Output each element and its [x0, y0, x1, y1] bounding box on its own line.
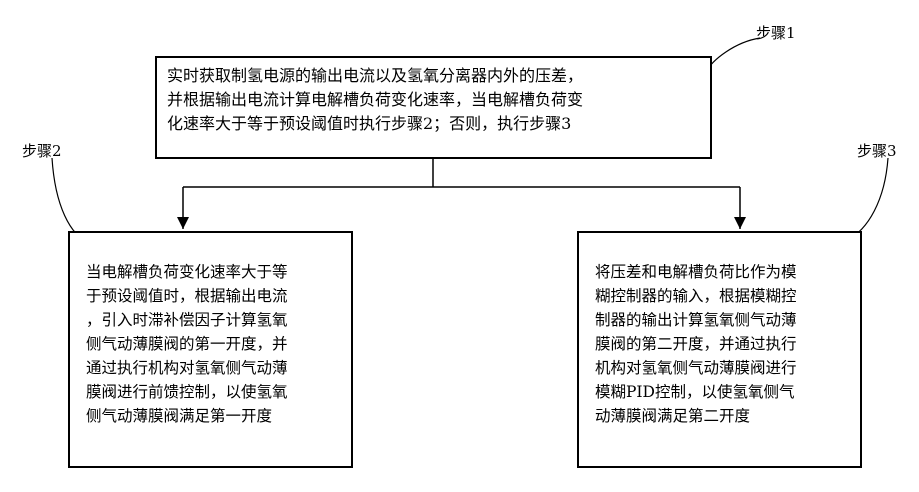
step3-line: 模糊PID控制，以使氢氧侧气 — [595, 380, 850, 404]
step1-text: 实时获取制氢电源的输出电流以及氢氧分离器内外的压差， 并根据输出电流计算电解槽负… — [167, 64, 700, 136]
step2-line: 通过执行机构对氢氧侧气动薄 — [86, 356, 341, 380]
step2-line: 侧气动薄膜阀满足第一开度 — [86, 404, 341, 428]
step2-line: ，引入时滞补偿因子计算氢氧 — [86, 308, 341, 332]
step1-box: 实时获取制氢电源的输出电流以及氢氧分离器内外的压差， 并根据输出电流计算电解槽负… — [155, 56, 712, 159]
step3-line: 膜阀的第二开度，并通过执行 — [595, 332, 850, 356]
step3-label: 步骤3 — [857, 140, 897, 161]
step2-label: 步骤2 — [22, 140, 62, 161]
step2-line: 于预设阈值时，根据输出电流 — [86, 284, 341, 308]
step3-line: 制器的输出计算氢氧侧气动薄 — [595, 308, 850, 332]
step2-line: 当电解槽负荷变化速率大于等 — [86, 260, 341, 284]
step3-line: 将压差和电解槽负荷比作为模 — [595, 260, 850, 284]
step2-line: 侧气动薄膜阀的第一开度，并 — [86, 332, 341, 356]
step1-line: 实时获取制氢电源的输出电流以及氢氧分离器内外的压差， — [167, 64, 700, 88]
step2-text: 当电解槽负荷变化速率大于等 于预设阈值时，根据输出电流 ，引入时滞补偿因子计算氢… — [86, 260, 341, 428]
leader-step3 — [847, 158, 888, 240]
step3-line: 机构对氢氧侧气动薄膜阀进行 — [595, 356, 850, 380]
step3-box: 将压差和电解槽负荷比作为模 糊控制器的输入，根据模糊控 制器的输出计算氢氧侧气动… — [577, 231, 862, 468]
step1-label: 步骤1 — [756, 22, 796, 43]
step1-line: 化速率大于等于预设阈值时执行步骤2；否则，执行步骤3 — [167, 112, 700, 136]
step2-box: 当电解槽负荷变化速率大于等 于预设阈值时，根据输出电流 ，引入时滞补偿因子计算氢… — [68, 231, 353, 468]
step3-text: 将压差和电解槽负荷比作为模 糊控制器的输入，根据模糊控 制器的输出计算氢氧侧气动… — [595, 260, 850, 428]
step3-line: 动薄膜阀满足第二开度 — [595, 404, 850, 428]
step1-line: 并根据输出电流计算电解槽负荷变化速率，当电解槽负荷变 — [167, 88, 700, 112]
leader-step1 — [706, 38, 760, 72]
step2-line: 膜阀进行前馈控制，以使氢氧 — [86, 380, 341, 404]
step3-line: 糊控制器的输入，根据模糊控 — [595, 284, 850, 308]
